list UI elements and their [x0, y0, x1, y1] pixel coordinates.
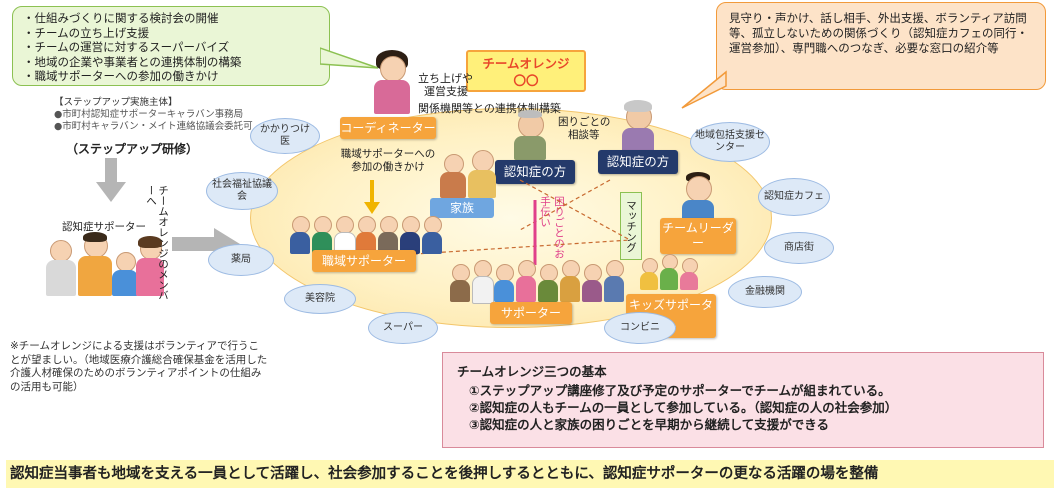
team-leader-label: チームリーダー — [660, 218, 736, 254]
dementia-person-1-label: 認知症の方 — [495, 160, 575, 184]
principle-item: ③認知症の人と家族の困りごとを早期から継続して支援ができる — [469, 417, 829, 432]
coordinator-figure — [372, 50, 412, 114]
kids-supporters-figure — [640, 252, 700, 292]
team-orange-title: チームオレンジ 〇〇 — [466, 50, 586, 92]
team-leader-figure — [680, 172, 716, 222]
coordinator-note: 運営支援 — [424, 85, 468, 98]
organizer-item: ●市町村認知症サポーターキャラバン事務局 — [54, 109, 244, 120]
bubble-salon: 美容院 — [284, 284, 356, 314]
coordinator-notes: 立ち上げや 運営支援 — [418, 72, 473, 98]
bubble-finance: 金融機関 — [728, 276, 802, 308]
member-vertical-label: チームオレンジのメンバーへ — [145, 185, 169, 301]
supporters-illustration — [44, 232, 164, 300]
down-arrow-icon — [96, 158, 126, 202]
three-principles-box: チームオレンジ三つの基本 ①ステップアップ講座修了及び予定のサポーターでチームが… — [442, 352, 1044, 448]
coordinator-label: コーディネーター — [340, 117, 436, 139]
task-item: ・チームの立ち上げ支援 — [23, 25, 150, 40]
bubble-pharmacy: 薬局 — [208, 244, 274, 276]
dementia-person-2-label: 認知症の方 — [598, 150, 678, 174]
consult-line: 困りごとの — [558, 116, 611, 128]
supporter-label: サポーター — [490, 302, 572, 324]
stepup-organizer: 【ステップアップ実施主体】 ●市町村認知症サポーターキャラバン事務局 ●市町村キ… — [54, 97, 253, 133]
supporters-crowd-figure — [448, 258, 628, 304]
support-activities-text: 見守り・声かけ、話し相手、外出支援、ボランティア訪問等、孤立しないための関係づく… — [729, 11, 1028, 55]
bubble-welfare: 社会福祉協議会 — [206, 172, 278, 210]
matching-label: マッチング — [620, 192, 642, 260]
principles-title: チームオレンジ三つの基本 — [457, 364, 607, 379]
principle-item: ②認知症の人もチームの一員として参加している。（認知症の人の社会参加） — [469, 400, 898, 415]
principle-item: ①ステップアップ講座修了及び予定のサポーターでチームが組まれている。 — [469, 383, 891, 398]
task-item: ・チームの運営に対するスーパーバイズ — [23, 40, 230, 54]
workplace-supporters-figure — [288, 212, 448, 256]
organizer-title: 【ステップアップ実施主体】 — [54, 97, 178, 108]
volunteer-note: ※チームオレンジによる支援はボランティアで行うことが望ましい。（地域医療介護総合… — [10, 340, 268, 393]
coordinator-tasks-box: ・仕組みづくりに関する検討会の開催 ・チームの立ち上げ支援 ・チームの運営に対す… — [12, 6, 330, 86]
stepup-training-label: （ステップアップ研修） — [66, 142, 199, 156]
appeal-line: 参加の働きかけ — [351, 161, 425, 173]
dementia-person-1-figure — [512, 110, 548, 160]
task-item: ・職域サポーターへの参加の働きかけ — [23, 69, 219, 83]
footer-banner: 認知症当事者も地域を支える一員として活躍し、社会参加することを後押しするとともに… — [6, 460, 1054, 488]
coordinator-note: 立ち上げや — [418, 72, 473, 85]
coordinator-appeal: 職域サポーターへの 参加の働きかけ — [332, 148, 444, 174]
workplace-supporter-label: 職域サポーター — [312, 250, 416, 272]
dementia-person-2-figure — [620, 100, 656, 152]
bubble-shops: 商店街 — [764, 232, 834, 264]
task-item: ・地域の企業や事業者との連携体制の構築 — [23, 54, 242, 69]
help-text: 困りごとのお手伝い — [539, 196, 565, 259]
bubble-cafe: 認知症カフェ — [758, 178, 830, 216]
bubble-konbini: コンビニ — [604, 312, 676, 344]
family-figure — [440, 150, 500, 198]
dementia-supporter-label: 認知症サポーター — [62, 221, 146, 233]
organizer-item: ●市町村キャラバン・メイト連絡協議会委託可 — [54, 121, 253, 132]
family-label: 家族 — [430, 198, 494, 218]
consultation-text: 困りごとの 相談等 — [558, 116, 610, 142]
callout-tail — [320, 47, 379, 69]
bubble-super: スーパー — [368, 312, 438, 344]
callout-tail — [681, 70, 727, 109]
task-item: ・仕組みづくりに関する検討会の開催 — [23, 11, 219, 25]
consult-line: 相談等 — [568, 129, 600, 141]
support-activities-box: 見守り・声かけ、話し相手、外出支援、ボランティア訪問等、孤立しないための関係づく… — [716, 2, 1046, 90]
appeal-line: 職域サポーターへの — [340, 148, 436, 160]
team-orange-name: チームオレンジ — [482, 56, 570, 71]
down-arrow-icon — [364, 180, 380, 214]
bubble-clinic: かかりつけ医 — [250, 118, 320, 154]
team-orange-sub: 〇〇 — [513, 73, 539, 88]
bubble-center: 地域包括支援センター — [690, 122, 770, 162]
